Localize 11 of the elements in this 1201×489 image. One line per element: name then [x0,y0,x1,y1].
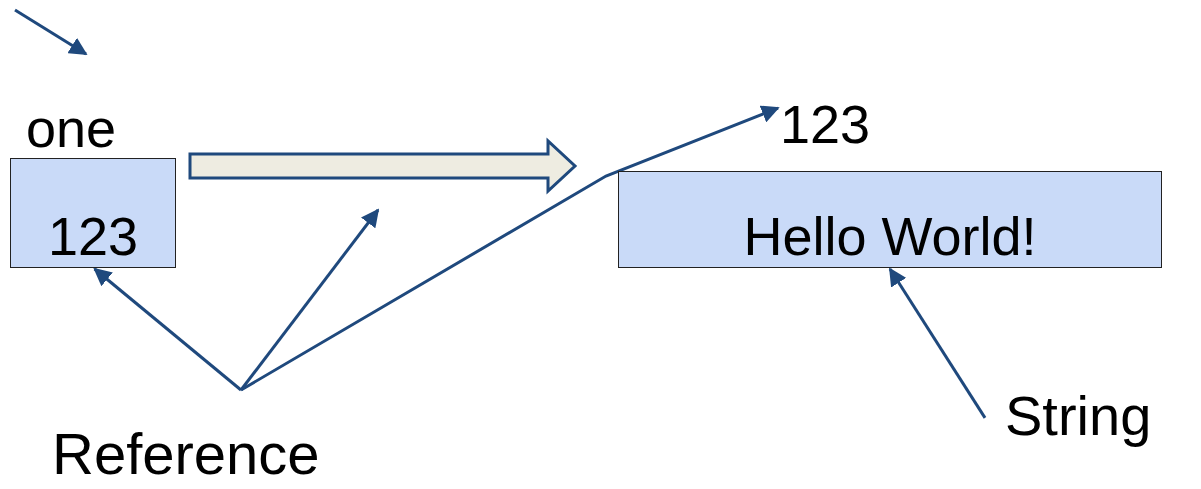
value-box: Hello World! [618,171,1162,268]
block-arrow [188,137,578,195]
variable-name: one [26,98,117,158]
arrow [888,267,987,419]
arrow [239,208,380,391]
arrow [93,267,242,392]
text-label: 123 [780,95,871,155]
arrow [240,105,780,392]
text-label: Reference [52,422,320,486]
value-box: 123 [10,158,176,268]
text-label: String [1005,385,1152,447]
